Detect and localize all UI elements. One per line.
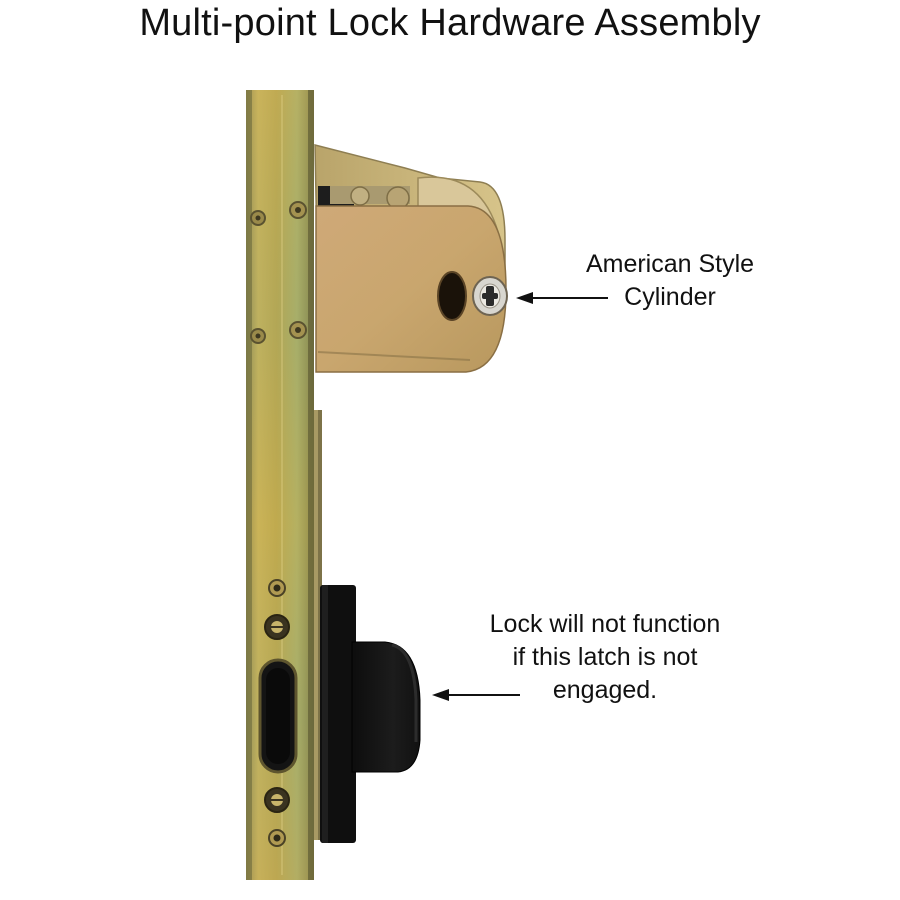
faceplate-screw (264, 614, 290, 640)
cylinder-plug (472, 276, 508, 316)
diagram-title: Multi-point Lock Hardware Assembly (139, 2, 761, 44)
faceplate-screw (289, 201, 307, 219)
faceplate-screw (250, 328, 266, 344)
callout-latch: Lock will not function if this latch is … (445, 608, 765, 707)
faceplate-screw (250, 210, 266, 226)
faceplate-screw (264, 787, 290, 813)
latch (320, 585, 421, 843)
faceplate-screw (268, 579, 286, 597)
faceplate-screw (289, 321, 307, 339)
callout-latch-line2: if this latch is not (512, 643, 698, 671)
arrow-latch (432, 689, 520, 701)
faceplate-screw (268, 829, 286, 847)
latch-slot (258, 658, 298, 774)
callout-latch-line1: Lock will not function (489, 610, 721, 638)
callout-cylinder-line1: American Style (585, 250, 755, 278)
callout-latch-line3: engaged. (552, 676, 658, 704)
cylinder-housing (314, 144, 507, 373)
callout-cylinder-line2: Cylinder (624, 283, 716, 311)
arrow-cylinder (516, 292, 608, 304)
callout-cylinder: American Style Cylinder (555, 248, 785, 314)
